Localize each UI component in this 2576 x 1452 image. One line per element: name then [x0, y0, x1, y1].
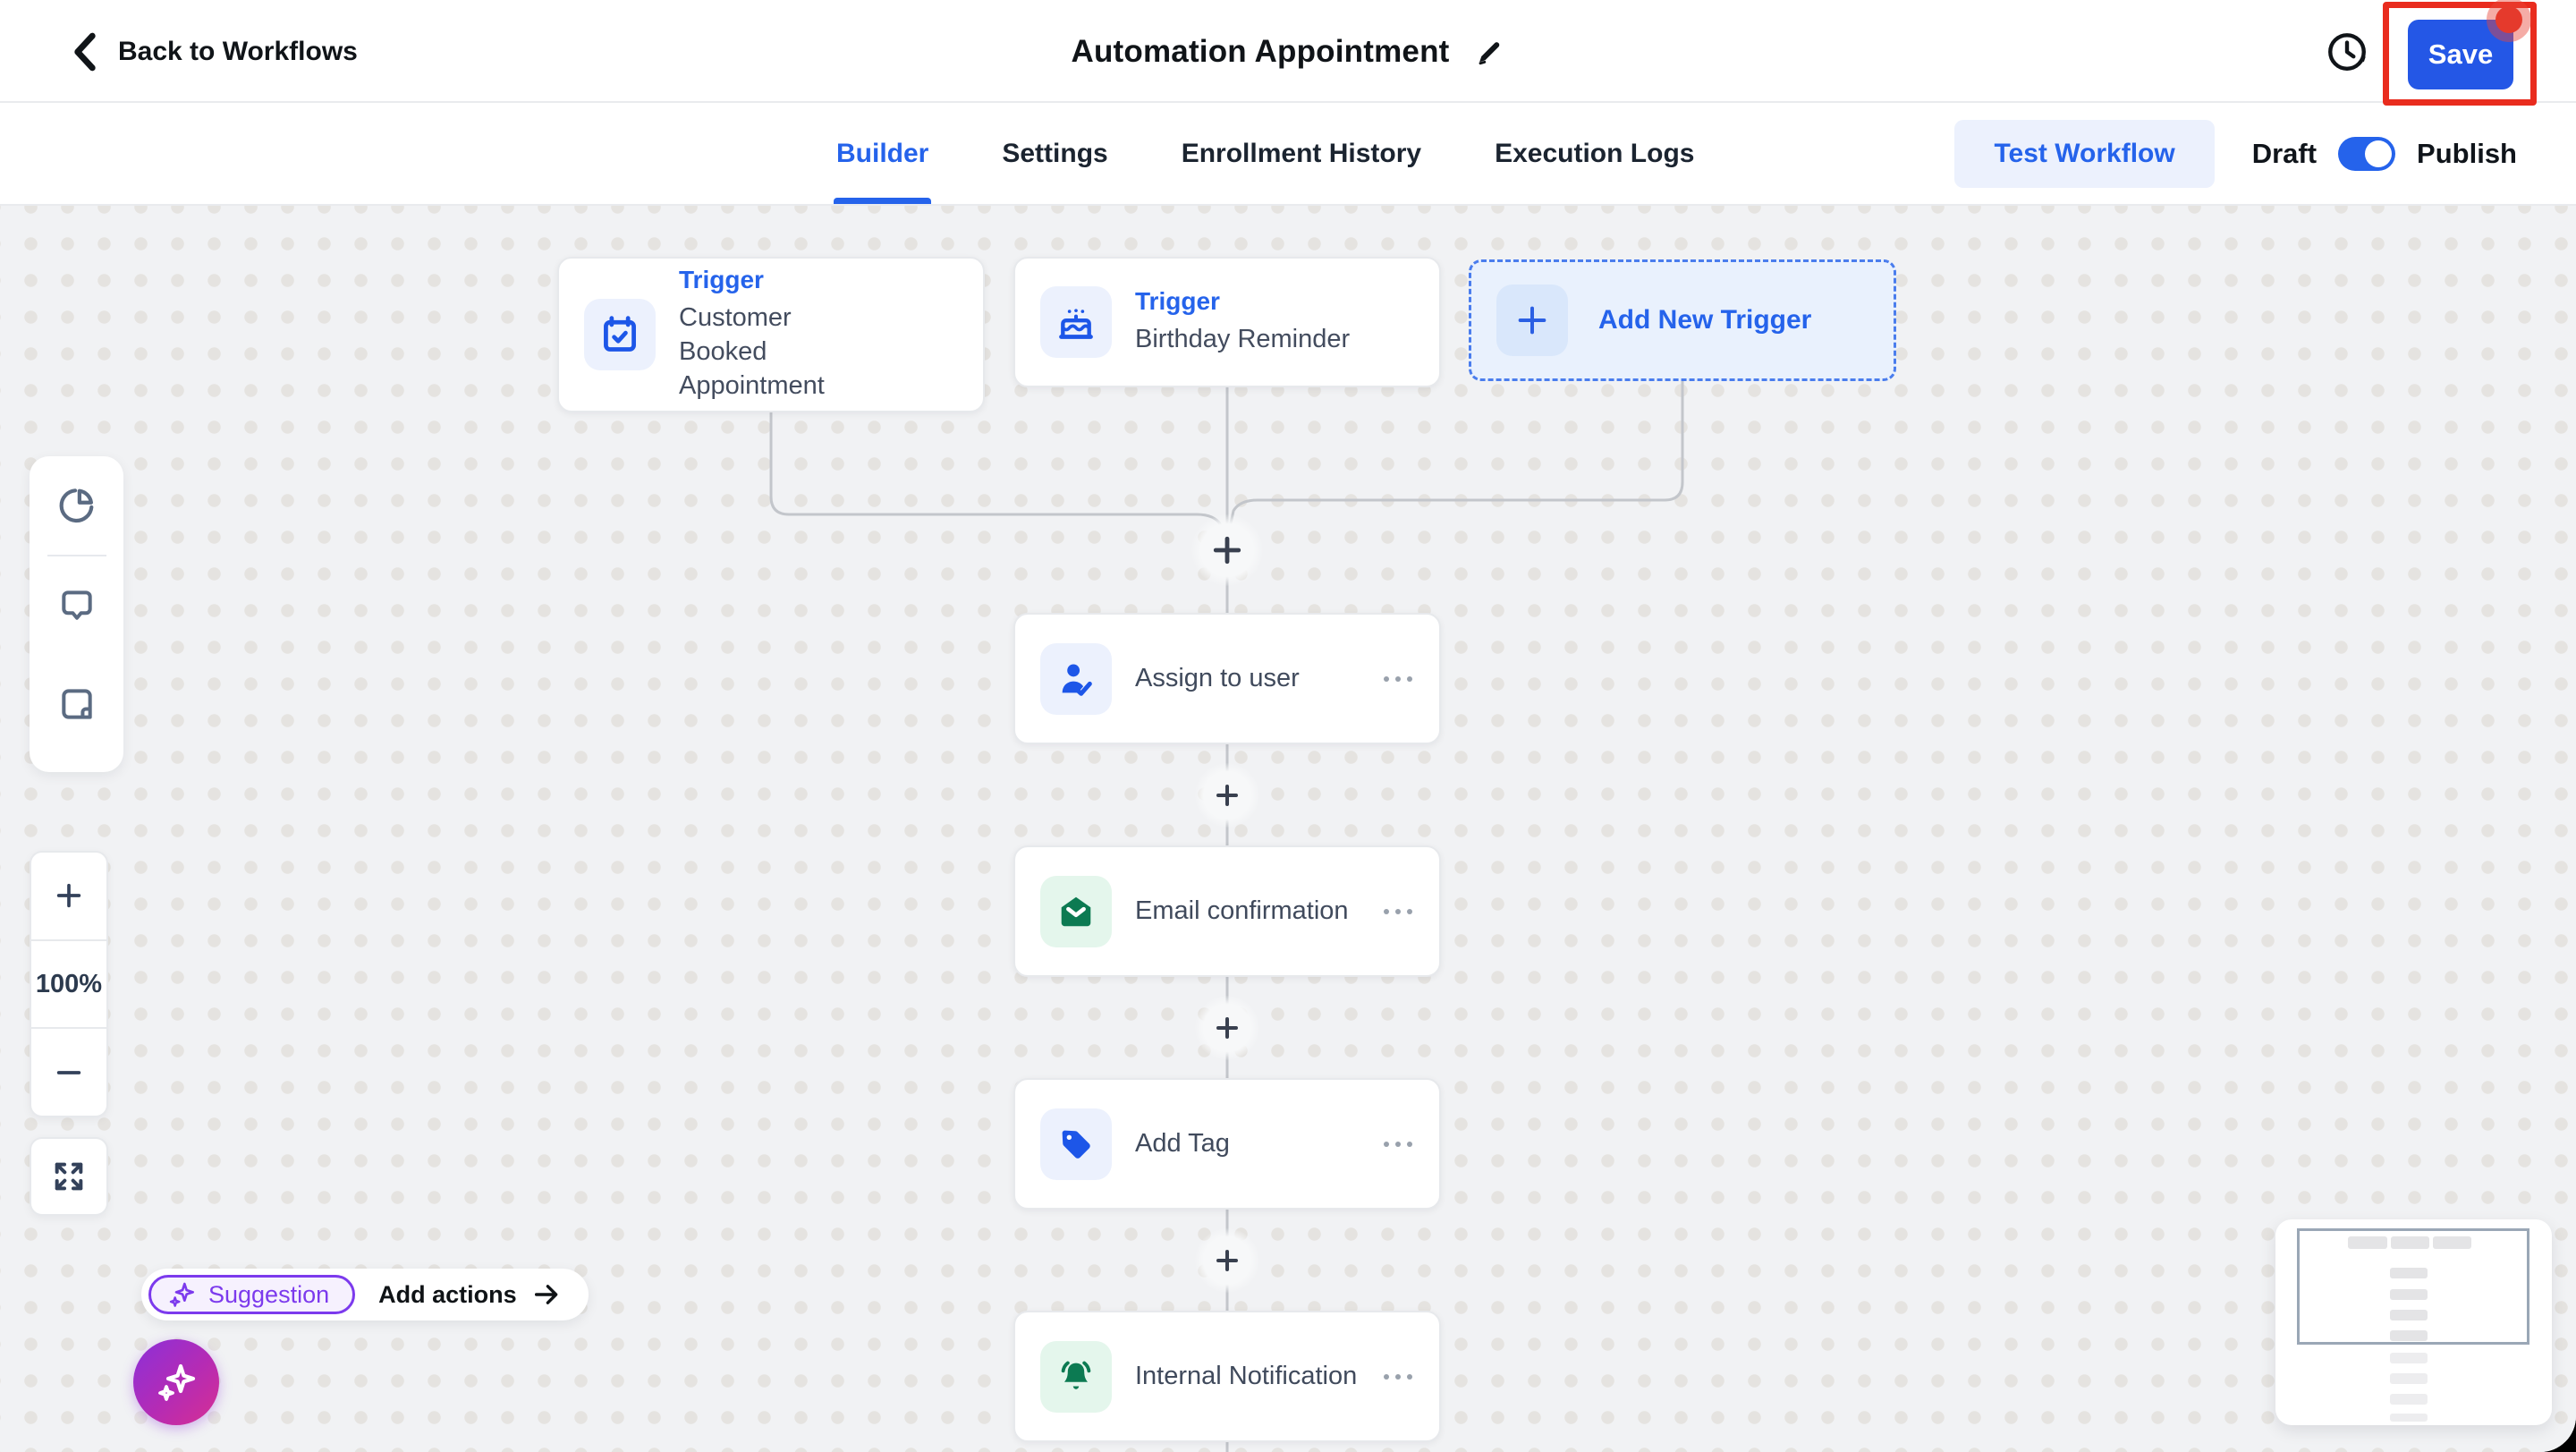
trigger-text: Trigger Birthday Reminder — [1135, 287, 1350, 357]
comment-bubble-icon[interactable] — [30, 556, 123, 655]
arrow-right-icon — [534, 1285, 557, 1304]
action-card-internal-notification[interactable]: Internal Notification — [1013, 1311, 1441, 1442]
add-step-plus-button[interactable] — [1195, 763, 1259, 828]
trigger-card-birthday-reminder[interactable]: Trigger Birthday Reminder — [1013, 257, 1441, 387]
user-check-icon — [1062, 664, 1092, 696]
plus-icon — [1518, 306, 1546, 335]
edit-pencil-icon[interactable] — [1475, 37, 1505, 67]
sparkles-icon — [158, 1363, 196, 1401]
zoom-controls: 100% — [30, 851, 108, 1117]
trigger-text: Trigger Customer Booked Appointment — [679, 266, 885, 403]
workflow-controls: Test Workflow Draft Publish — [1954, 103, 2517, 204]
calendar-check-icon — [604, 316, 636, 352]
tab-enrollment-history[interactable]: Enrollment History — [1181, 138, 1422, 168]
page-title: Automation Appointment — [1071, 33, 1450, 69]
top-header: Back to Workflows Automation Appointment… — [0, 0, 2576, 106]
card-menu-button[interactable] — [1382, 900, 1414, 923]
save-button[interactable]: Save — [2408, 20, 2513, 89]
plus-icon-tile — [1496, 284, 1568, 356]
card-menu-button[interactable] — [1382, 1365, 1414, 1388]
publish-toggle[interactable] — [2338, 136, 2396, 171]
zoom-level-display[interactable]: 100% — [31, 938, 106, 1028]
card-menu-button[interactable] — [1382, 667, 1414, 691]
email-icon — [1061, 896, 1091, 926]
tab-builder[interactable]: Builder — [833, 103, 932, 204]
action-icon-tile — [1040, 1340, 1112, 1413]
action-name: Assign to user — [1135, 664, 1300, 692]
suggestion-bar: Suggestion Add actions — [141, 1269, 589, 1320]
trigger-icon-tile — [584, 299, 656, 370]
fullscreen-button[interactable] — [30, 1137, 108, 1216]
action-icon-tile — [1040, 875, 1112, 947]
add-new-trigger-button[interactable]: Add New Trigger — [1469, 259, 1896, 381]
bell-ringing-icon — [1061, 1361, 1091, 1389]
trigger-icon-tile — [1040, 286, 1112, 358]
workflow-minimap[interactable] — [2275, 1219, 2552, 1425]
tab-settings[interactable]: Settings — [1002, 138, 1108, 168]
add-step-plus-button[interactable] — [1195, 1228, 1259, 1293]
draft-label: Draft — [2251, 137, 2318, 169]
action-name: Internal Notification — [1135, 1362, 1358, 1390]
title-group: Automation Appointment — [1071, 0, 1504, 103]
add-step-plus-button[interactable] — [1191, 514, 1263, 586]
trigger-type-label: Trigger — [679, 266, 764, 294]
zoom-in-button[interactable] — [31, 853, 106, 939]
publish-label: Publish — [2417, 137, 2517, 169]
tabs: Builder Settings Enrollment History Exec… — [833, 103, 1695, 204]
action-icon-tile — [1040, 1108, 1112, 1180]
canvas-tools-panel — [30, 456, 123, 772]
ai-assistant-button[interactable] — [133, 1339, 219, 1425]
workflow-canvas[interactable]: Trigger Customer Booked Appointment Trig… — [0, 206, 2576, 1452]
trigger-card-customer-booked-appointment[interactable]: Trigger Customer Booked Appointment — [557, 257, 985, 412]
stats-pie-chart-icon[interactable] — [30, 456, 123, 555]
action-card-add-tag[interactable]: Add Tag — [1013, 1078, 1441, 1210]
chevron-left-icon — [74, 32, 96, 71]
sparkles-icon — [169, 1282, 194, 1307]
tab-execution-logs[interactable]: Execution Logs — [1495, 138, 1695, 168]
back-label: Back to Workflows — [118, 36, 358, 66]
zoom-out-button[interactable] — [31, 1027, 106, 1116]
card-menu-button[interactable] — [1382, 1133, 1414, 1156]
trigger-name: Birthday Reminder — [1135, 325, 1351, 354]
trigger-type-label: Trigger — [1135, 287, 1220, 316]
suggestion-badge[interactable]: Suggestion — [148, 1275, 356, 1314]
back-to-workflows-button[interactable]: Back to Workflows — [70, 0, 358, 103]
action-name: Email confirmation — [1135, 896, 1349, 925]
notes-icon[interactable] — [30, 655, 123, 753]
add-new-trigger-label: Add New Trigger — [1598, 305, 1812, 335]
action-card-assign-to-user[interactable]: Assign to user — [1013, 613, 1441, 744]
connector-lines — [769, 379, 1684, 1452]
history-clock-icon[interactable] — [2322, 27, 2372, 77]
tag-icon — [1062, 1130, 1090, 1159]
panel-divider — [47, 555, 106, 556]
toggle-knob — [2365, 140, 2393, 167]
tab-bar: Builder Settings Enrollment History Exec… — [0, 103, 2576, 206]
test-workflow-button[interactable]: Test Workflow — [1954, 119, 2215, 188]
trigger-name: Customer Booked Appointment — [679, 303, 825, 400]
add-step-plus-button[interactable] — [1195, 996, 1259, 1060]
add-actions-button[interactable]: Add actions — [378, 1279, 562, 1310]
action-card-email-confirmation[interactable]: Email confirmation — [1013, 845, 1441, 977]
action-name: Add Tag — [1135, 1129, 1230, 1158]
publish-toggle-group: Draft Publish — [2251, 136, 2517, 171]
action-icon-tile — [1040, 642, 1112, 715]
birthday-cake-icon — [1059, 309, 1093, 339]
